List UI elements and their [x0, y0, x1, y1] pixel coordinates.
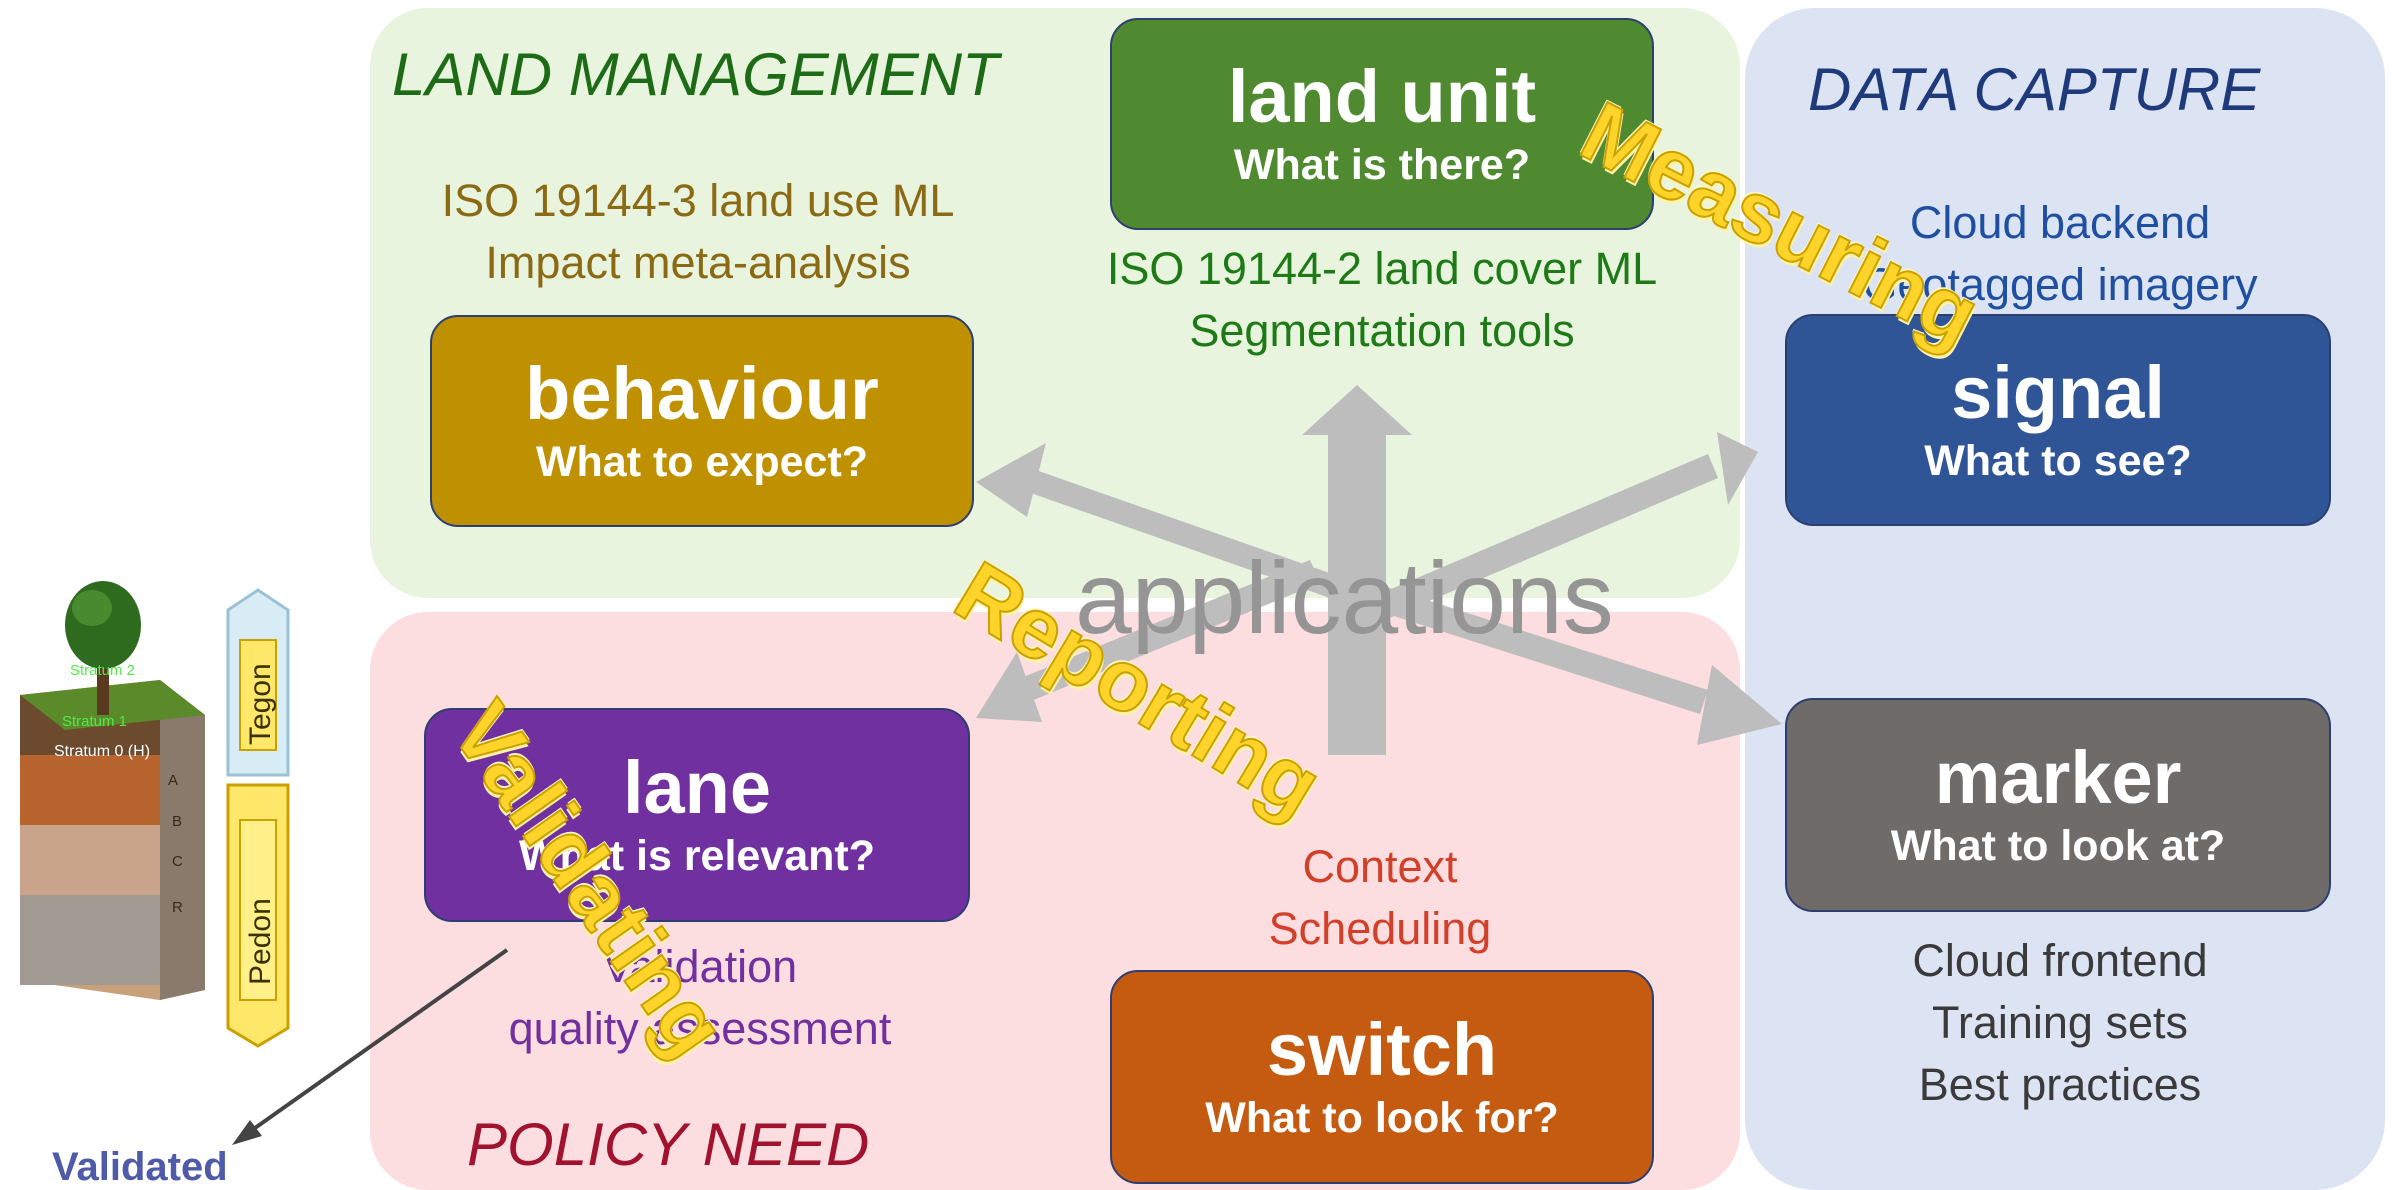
- arrow-upper-left-head: [976, 443, 1046, 517]
- land-use-line-2: Impact meta-analysis: [485, 237, 911, 288]
- frontend-line-1: Cloud frontend: [1912, 935, 2208, 986]
- stratum-2-label: Stratum 2: [70, 662, 135, 679]
- arrow-upper-right-head: [1717, 432, 1758, 505]
- arrow-lower-right-head: [1697, 665, 1782, 745]
- land-use-note: ISO 19144-3 land use ML Impact meta-anal…: [418, 170, 978, 294]
- land-unit-box: land unit What is there?: [1110, 18, 1654, 230]
- marker-title: marker: [1934, 736, 2182, 819]
- cloud-line-2: Geotagged imagery: [1862, 259, 2258, 310]
- land-management-title: LAND MANAGEMENT: [392, 41, 999, 108]
- land-unit-title: land unit: [1227, 55, 1537, 138]
- frontend-note: Cloud frontend Training sets Best practi…: [1800, 930, 2320, 1116]
- horizon-b-label: B: [172, 813, 182, 830]
- pedon-label: Pedon: [244, 898, 277, 985]
- signal-question: What to see?: [1924, 437, 2192, 485]
- arrow-lower-left-head: [976, 652, 1042, 722]
- signal-box: signal What to see?: [1785, 314, 2331, 526]
- validation-line-1: Validation: [602, 941, 798, 992]
- soil-profile-figure: Stratum 2 Stratum 1 Stratum 0 (H) A B C …: [20, 581, 290, 1048]
- lane-title: lane: [622, 746, 772, 829]
- land-unit-question: What is there?: [1233, 141, 1531, 189]
- arrow-up-head: [1302, 385, 1412, 435]
- stratum-0-label: Stratum 0 (H): [54, 743, 150, 760]
- arrow-up-shaft: [1328, 425, 1386, 755]
- arrow-lower-left: [1016, 560, 1320, 703]
- land-use-line-1: ISO 19144-3 land use ML: [441, 175, 955, 226]
- lane-box: lane What is relevant?: [424, 708, 970, 922]
- context-line-2: Scheduling: [1268, 903, 1492, 954]
- lane-question: What is relevant?: [518, 832, 876, 880]
- behaviour-question: What to expect?: [535, 438, 869, 486]
- stratum-1-label: Stratum 1: [62, 713, 127, 730]
- cloud-line-1: Cloud backend: [1909, 197, 2211, 248]
- tegon-label: Tegon: [244, 663, 277, 745]
- land-cover-note: ISO 19144-2 land cover ML Segmentation t…: [1072, 238, 1692, 362]
- switch-title: switch: [1266, 1008, 1498, 1091]
- validated-arrow-head: [232, 1120, 262, 1145]
- cloud-note: Cloud backend Geotagged imagery: [1770, 192, 2350, 316]
- validation-note: Validation quality assessment: [440, 936, 960, 1060]
- horizon-r-label: R: [172, 899, 183, 916]
- data-capture-title: DATA CAPTURE: [1808, 56, 2261, 123]
- marker-box: marker What to look at?: [1785, 698, 2331, 912]
- data-capture-region: [1745, 8, 2385, 1190]
- land-cover-line-2: Segmentation tools: [1189, 305, 1575, 356]
- switch-box: switch What to look for?: [1110, 970, 1654, 1184]
- applications-label: applications: [1075, 541, 1614, 655]
- arrow-upper-right: [1370, 454, 1718, 622]
- switch-question: What to look for?: [1205, 1094, 1559, 1142]
- horizon-c-label: C: [172, 853, 183, 870]
- arrow-upper-left: [1022, 468, 1338, 598]
- validated-label: Validated: [52, 1145, 228, 1189]
- signal-title: signal: [1951, 351, 2165, 434]
- policy-need-title: POLICY NEED: [467, 1111, 870, 1178]
- context-note: Context Scheduling: [1180, 836, 1580, 960]
- frontend-line-2: Training sets: [1932, 997, 2188, 1048]
- validation-line-2: quality assessment: [508, 1003, 892, 1054]
- arrow-lower-right: [1372, 585, 1708, 714]
- validated-arrow-line: [243, 948, 509, 1137]
- context-line-1: Context: [1302, 841, 1458, 892]
- horizon-a-label: A: [168, 772, 178, 789]
- land-cover-line-1: ISO 19144-2 land cover ML: [1106, 243, 1658, 294]
- behaviour-title: behaviour: [525, 352, 879, 435]
- marker-question: What to look at?: [1890, 822, 2226, 870]
- behaviour-box: behaviour What to expect?: [430, 315, 974, 527]
- frontend-line-3: Best practices: [1918, 1059, 2202, 1110]
